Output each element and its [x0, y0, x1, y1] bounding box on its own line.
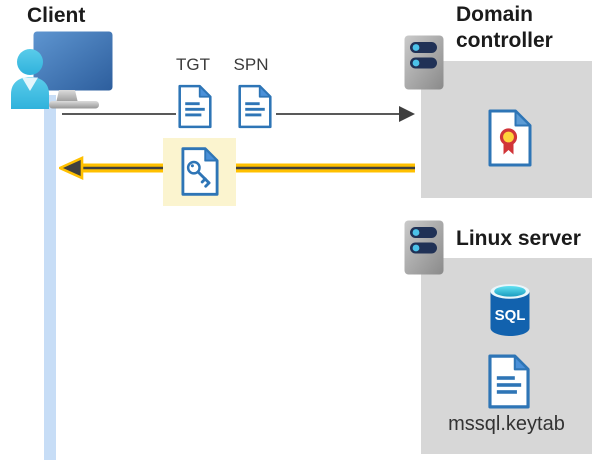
domain-controller-title: Domain controller: [456, 3, 553, 52]
user-collar: [22, 77, 38, 91]
monitor-base: [49, 101, 99, 109]
linux-server-title: Linux server: [456, 227, 581, 250]
client-workstation-icon: [11, 31, 113, 109]
linux-server-icon: [404, 220, 444, 275]
domain-controller-server-icon: [404, 35, 444, 90]
response-arrowhead-icon: [59, 155, 84, 181]
request-arrowhead-icon: [399, 106, 415, 122]
tgt-label: TGT: [176, 55, 210, 74]
keytab-filename: mssql.keytab: [448, 413, 565, 435]
request-arrow-line: [276, 113, 400, 115]
monitor-stand: [56, 90, 78, 103]
spn-ticket-icon: [238, 84, 272, 129]
user-body: [11, 77, 49, 109]
spn-label: SPN: [233, 55, 269, 74]
client-lifeline: [44, 95, 56, 460]
sql-badge-text: SQL: [495, 307, 526, 324]
sql-database-icon: SQL: [490, 284, 530, 336]
monitor-icon: [33, 31, 113, 91]
client-title: Client: [27, 4, 86, 27]
user-head: [17, 49, 43, 75]
response-arrow: [59, 155, 415, 181]
tgt-ticket-icon: [178, 84, 212, 129]
keytab-file-icon: [488, 354, 530, 409]
key-ticket-icon: [181, 147, 219, 196]
certificate-icon: [488, 109, 532, 167]
request-arrow-line: [62, 113, 176, 115]
